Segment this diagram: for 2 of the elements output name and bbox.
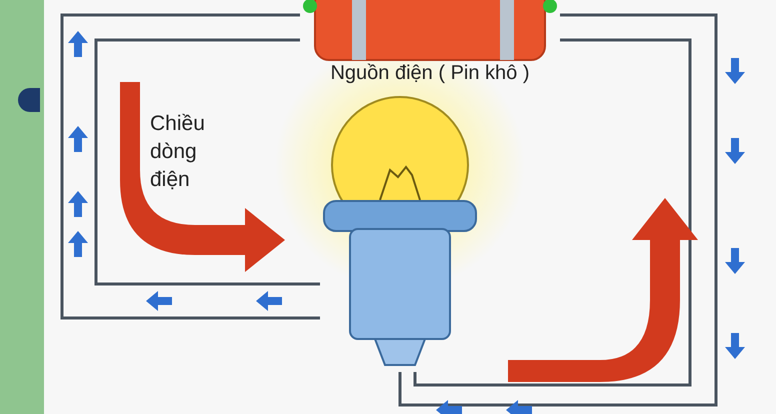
current-direction-label: Chiều dòng điện (150, 111, 206, 193)
battery-label: Nguồn điện ( Pin khô ) (329, 62, 530, 85)
